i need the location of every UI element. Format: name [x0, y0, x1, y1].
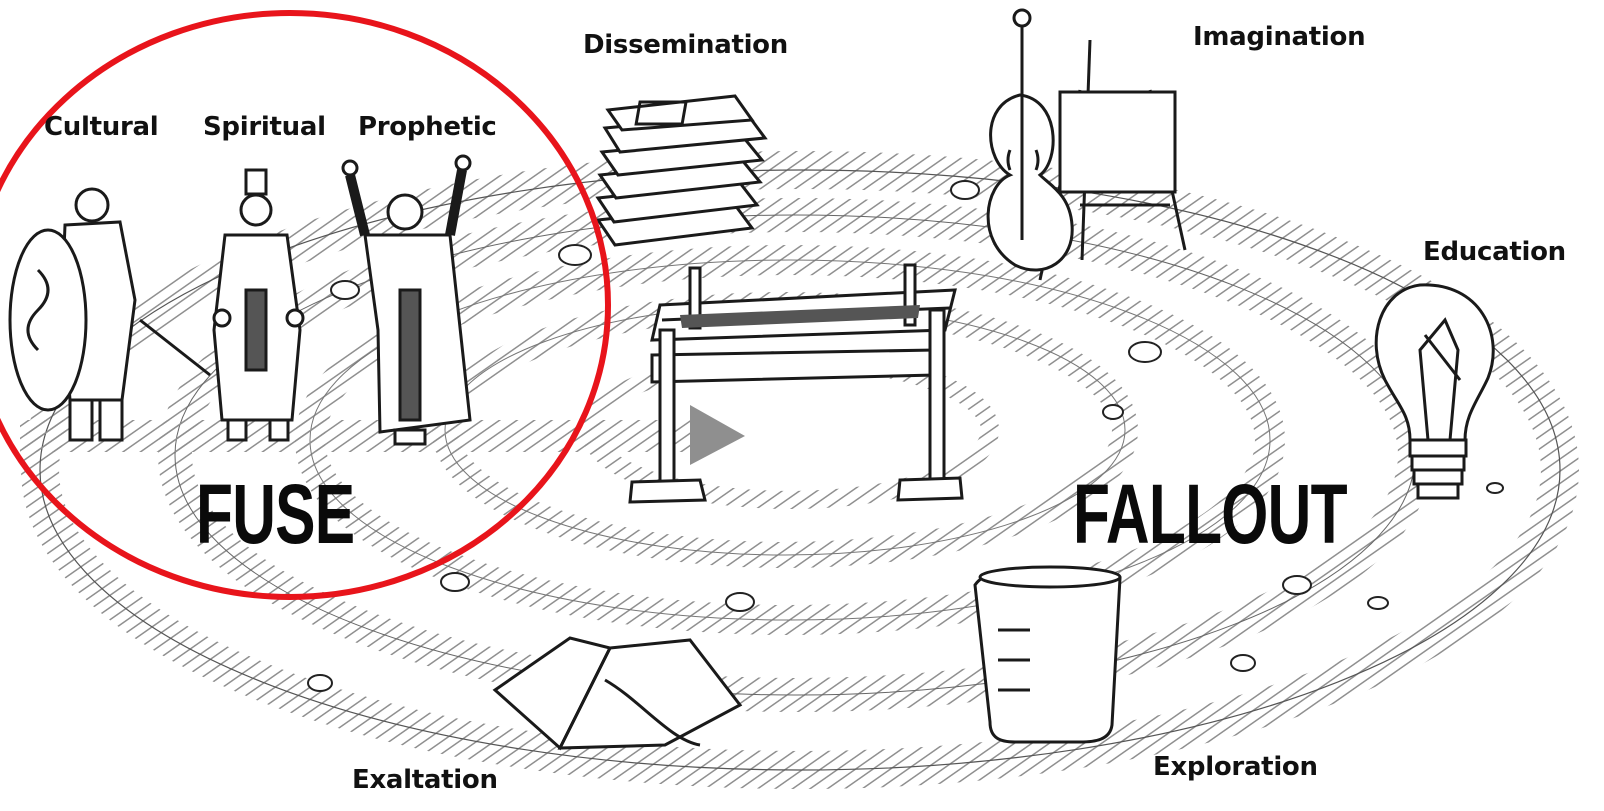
- label-spiritual: Spiritual: [203, 112, 326, 142]
- label-exploration: Exploration: [1153, 752, 1318, 782]
- violin-and-easel-icon: [986, 8, 1187, 281]
- heading-fuse: FUSE: [196, 467, 355, 561]
- highlight-circle: [0, 10, 611, 600]
- label-cultural: Cultural: [44, 112, 159, 142]
- label-exaltation: Exaltation: [352, 765, 498, 795]
- label-education: Education: [1423, 237, 1566, 267]
- warrior-figure-icon: [8, 187, 211, 442]
- beaker-icon: [973, 565, 1122, 744]
- label-dissemination: Dissemination: [583, 30, 788, 60]
- prophet-figure-icon: [341, 154, 472, 446]
- stones: [307, 180, 1504, 692]
- heading-fallout: FALLOUT: [1073, 467, 1348, 561]
- books-stack-icon: [595, 94, 768, 247]
- central-frame: [628, 263, 964, 504]
- priest-figure-icon: [212, 168, 305, 442]
- lightbulb-icon: [1374, 283, 1495, 500]
- label-prophetic: Prophetic: [358, 112, 497, 142]
- open-book-icon: [492, 636, 743, 751]
- label-imagination: Imagination: [1193, 22, 1366, 52]
